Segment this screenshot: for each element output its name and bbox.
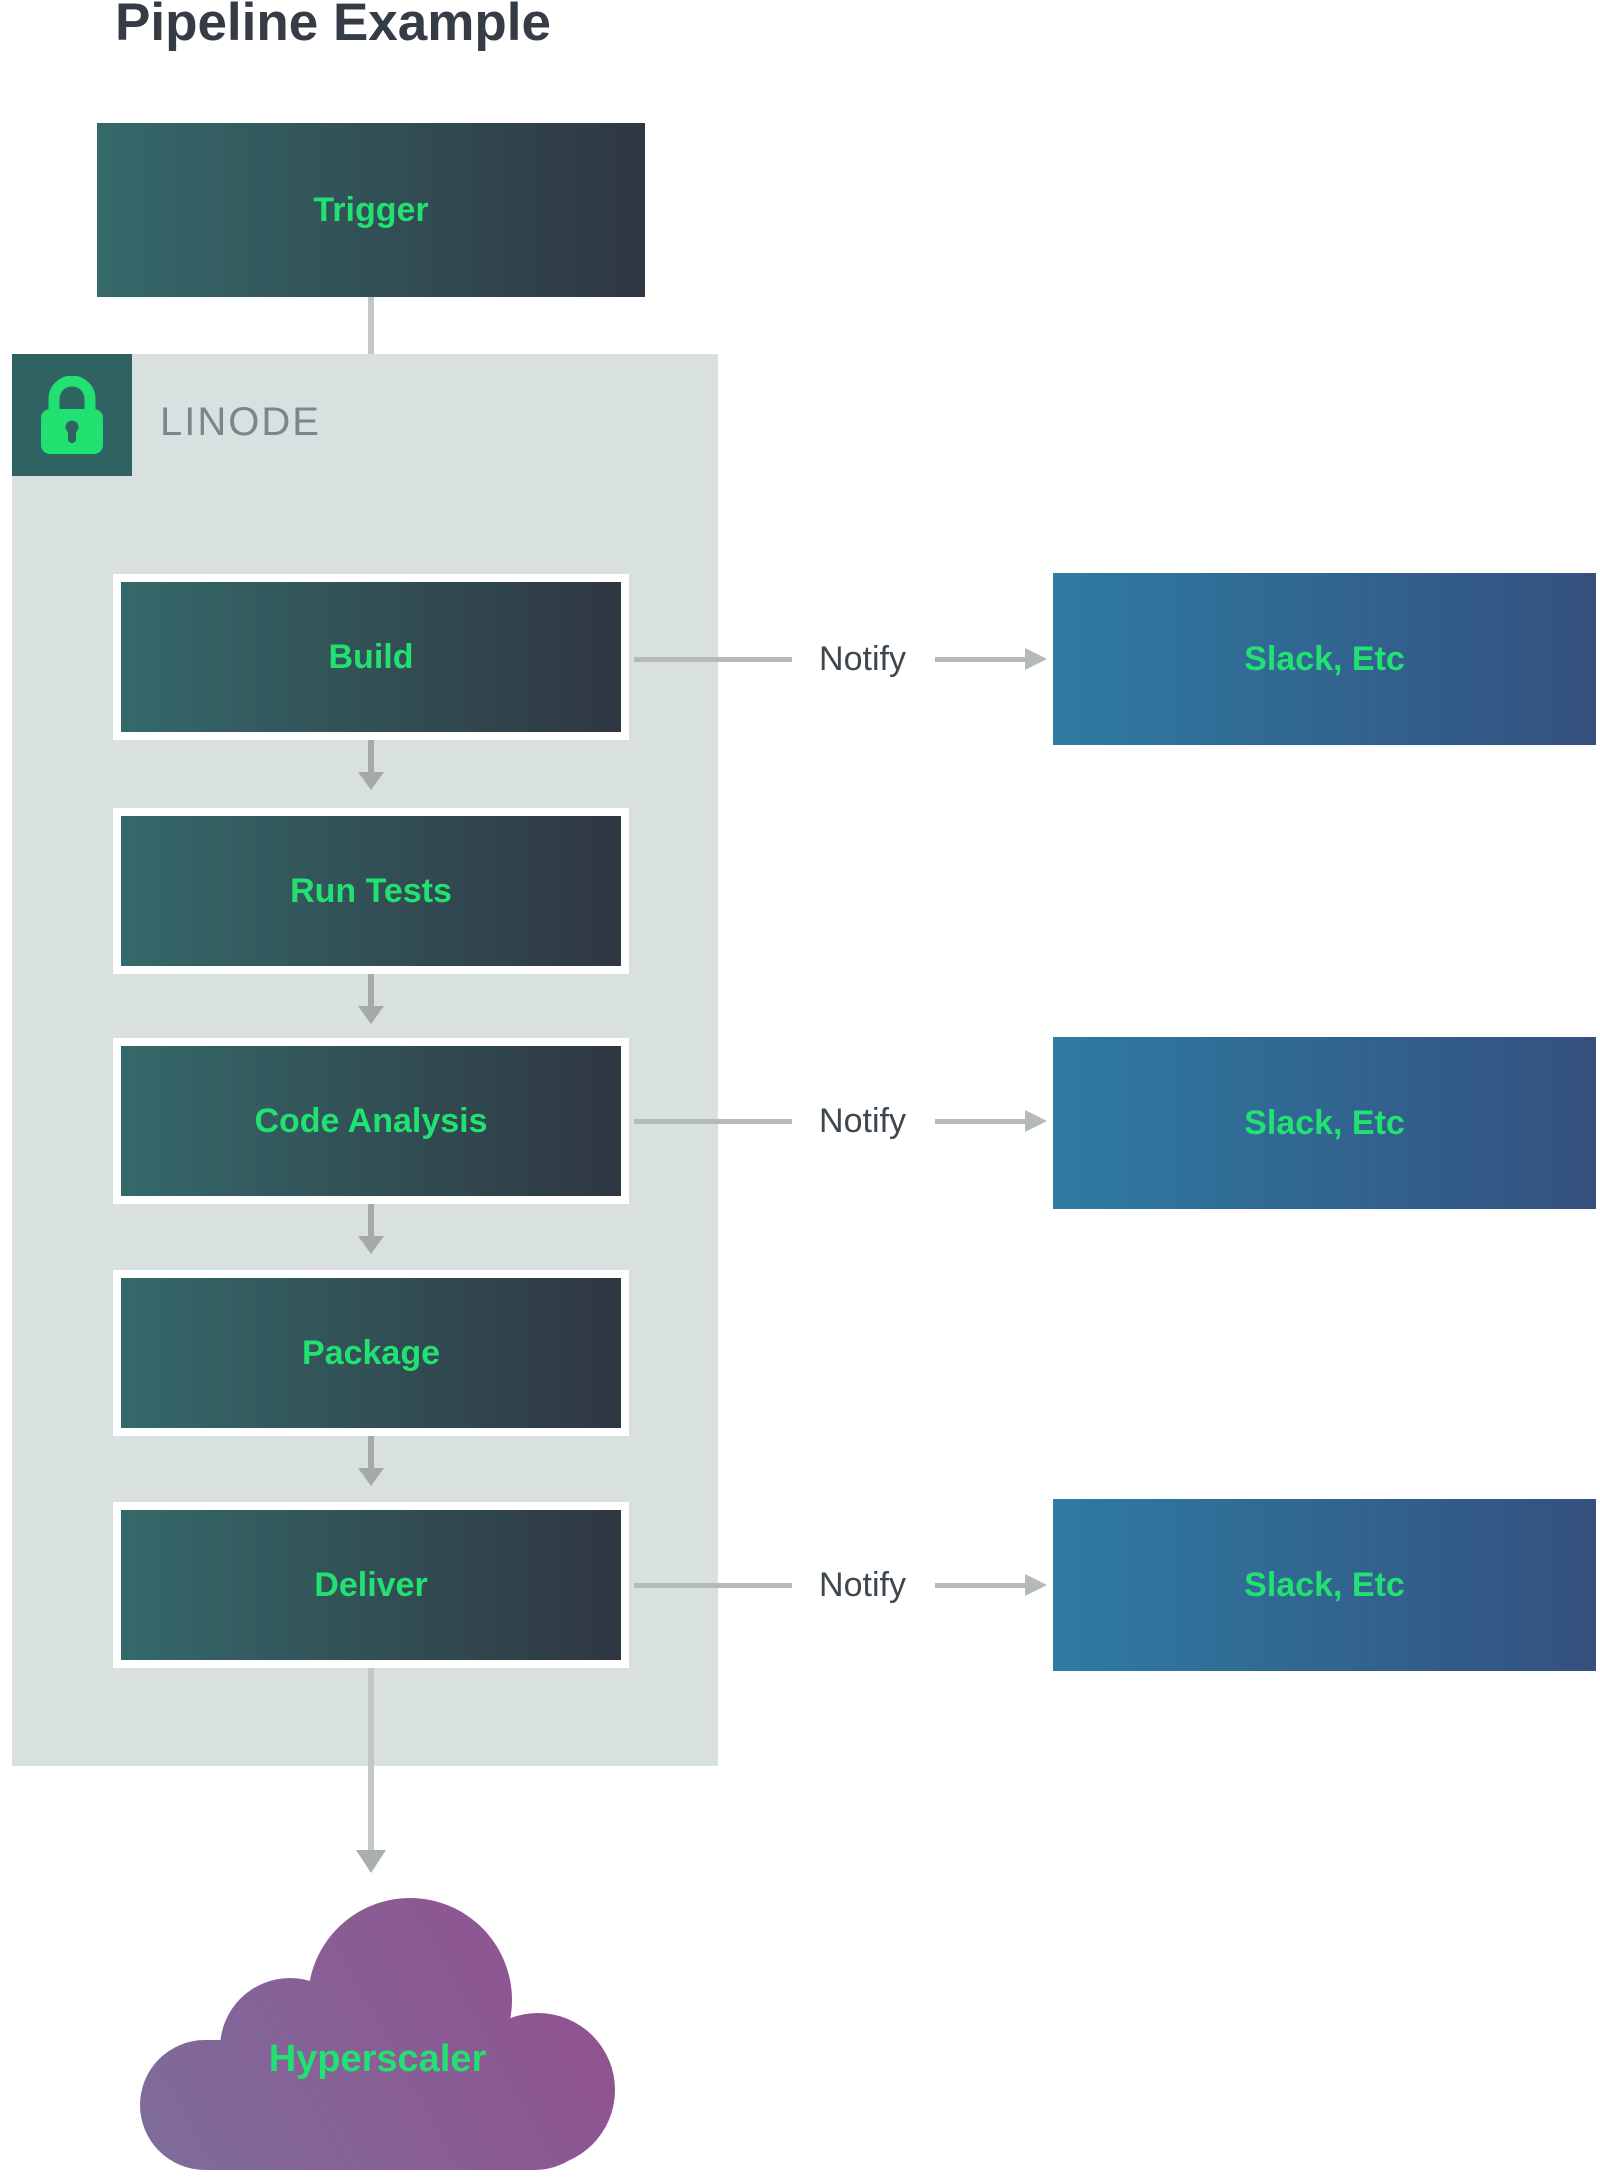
stage-box-package: Package bbox=[113, 1270, 629, 1436]
stage-label: Build bbox=[328, 637, 414, 676]
trigger-box: Trigger bbox=[97, 123, 645, 297]
flow-line bbox=[368, 974, 374, 1006]
slack-box: Slack, Etc bbox=[1053, 573, 1596, 745]
slack-label: Slack, Etc bbox=[1244, 639, 1405, 678]
cloud-icon bbox=[140, 1898, 615, 2170]
arrow-right-icon bbox=[1025, 1574, 1047, 1596]
stage-box-code-analysis: Code Analysis bbox=[113, 1038, 629, 1204]
notify-line bbox=[634, 1583, 792, 1588]
cloud-label: Hyperscaler bbox=[268, 2038, 487, 2080]
notify-label: Notify bbox=[819, 1566, 906, 1604]
stage-label: Code Analysis bbox=[254, 1101, 488, 1140]
notify-line bbox=[634, 1119, 792, 1124]
notify-line bbox=[935, 1583, 1025, 1588]
flow-line bbox=[368, 1436, 374, 1468]
lock-badge bbox=[12, 354, 132, 476]
notify-line bbox=[935, 1119, 1025, 1124]
arrow-right-icon bbox=[1025, 648, 1047, 670]
slack-box: Slack, Etc bbox=[1053, 1037, 1596, 1209]
notify-line bbox=[935, 657, 1025, 662]
stage-label: Run Tests bbox=[290, 871, 452, 910]
arrow-down-icon bbox=[358, 1236, 384, 1254]
arrow-right-icon bbox=[1025, 1110, 1047, 1132]
notify-label: Notify bbox=[819, 640, 906, 678]
hyperscaler-cloud bbox=[140, 1898, 615, 2170]
trigger-label: Trigger bbox=[313, 190, 429, 229]
slack-label: Slack, Etc bbox=[1244, 1565, 1405, 1604]
stage-box-build: Build bbox=[113, 574, 629, 740]
lock-icon bbox=[41, 376, 103, 454]
arrow-down-icon bbox=[358, 1468, 384, 1486]
notify-line bbox=[634, 657, 792, 662]
flow-line bbox=[368, 1204, 374, 1236]
flow-line bbox=[368, 740, 374, 772]
arrow-down-icon bbox=[356, 1850, 386, 1873]
slack-label: Slack, Etc bbox=[1244, 1103, 1405, 1142]
slack-box: Slack, Etc bbox=[1053, 1499, 1596, 1671]
notify-label: Notify bbox=[819, 1102, 906, 1140]
stage-box-deliver: Deliver bbox=[113, 1502, 629, 1668]
arrow-down-icon bbox=[358, 1006, 384, 1024]
stage-box-run-tests: Run Tests bbox=[113, 808, 629, 974]
arrow-down-icon bbox=[358, 772, 384, 790]
page-title: Pipeline Example bbox=[115, 0, 551, 52]
stage-label: Deliver bbox=[314, 1565, 428, 1604]
flow-line-deliver bbox=[368, 1668, 374, 1850]
linode-label: LINODE bbox=[160, 400, 321, 444]
stage-label: Package bbox=[302, 1333, 440, 1372]
